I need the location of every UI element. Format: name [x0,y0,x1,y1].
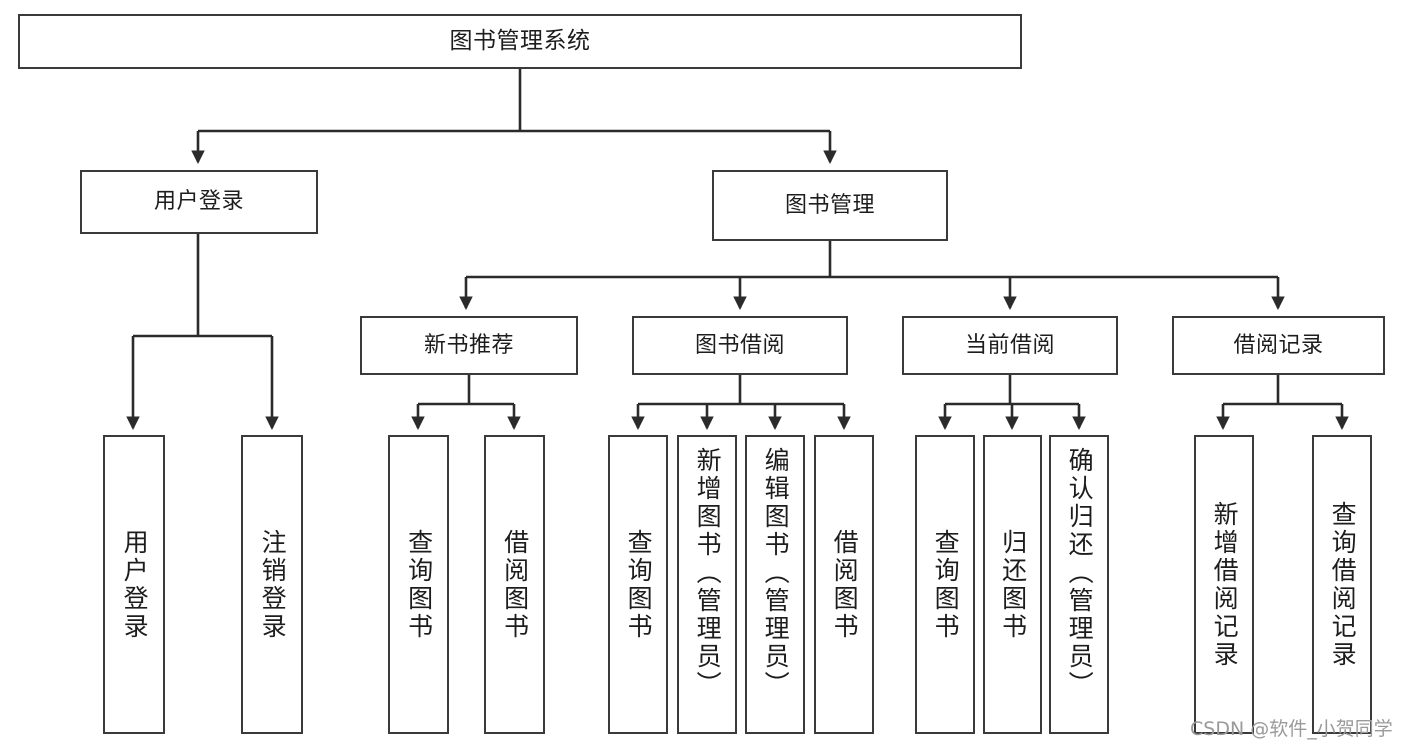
leaf-book-borrow-add-book-admin[interactable]: 新增图书（管理员） [677,435,737,734]
node-current-borrow[interactable]: 当前借阅 [902,316,1118,375]
csdn-watermark: CSDN @软件_小贺同学 [1190,714,1393,741]
node-label: 新书推荐 [423,332,514,358]
leaf-user-login-logout[interactable]: 注销登录 [241,435,303,734]
node-label: 用户登录 [120,528,150,641]
leaf-book-borrow-borrow-book[interactable]: 借阅图书 [814,435,874,734]
node-label: 归还图书 [998,528,1028,641]
node-label: 确认归还（管理员） [1065,447,1095,699]
node-label: 借阅图书 [500,528,530,641]
node-label: 编辑图书（管理员） [761,447,791,699]
node-user-login[interactable]: 用户登录 [80,170,318,234]
node-label: 注销登录 [258,528,288,641]
leaf-book-borrow-query-book[interactable]: 查询图书 [608,435,668,734]
node-borrow-record[interactable]: 借阅记录 [1172,316,1385,375]
leaf-current-borrow-confirm-return-admin[interactable]: 确认归还（管理员） [1049,435,1109,734]
node-label: 用户登录 [153,189,244,215]
watermark-text: CSDN @软件_小贺同学 [1190,718,1393,740]
node-label: 借阅图书 [830,528,860,641]
node-label: 图书管理 [784,192,875,218]
node-book-management[interactable]: 图书管理 [712,170,948,241]
node-label: 查询图书 [624,528,654,641]
leaf-current-borrow-query-book[interactable]: 查询图书 [915,435,975,734]
leaf-current-borrow-return-book[interactable]: 归还图书 [983,435,1042,734]
node-label: 查询图书 [404,528,434,641]
node-label: 当前借阅 [964,332,1055,358]
leaf-new-book-query-book[interactable]: 查询图书 [388,435,449,734]
node-label: 新增图书（管理员） [693,447,723,699]
node-label: 借阅记录 [1233,332,1324,358]
node-label: 查询借阅记录 [1328,500,1358,669]
leaf-user-login-login[interactable]: 用户登录 [103,435,165,734]
leaf-borrow-record-add-record[interactable]: 新增借阅记录 [1194,435,1254,734]
node-label: 查询图书 [931,528,961,641]
node-root-book-management-system[interactable]: 图书管理系统 [18,14,1022,69]
node-book-borrow[interactable]: 图书借阅 [632,316,848,375]
node-label: 图书管理系统 [449,27,591,54]
node-label: 新增借阅记录 [1210,500,1240,669]
leaf-new-book-borrow-book[interactable]: 借阅图书 [484,435,545,734]
node-label: 图书借阅 [694,332,785,358]
leaf-book-borrow-edit-book-admin[interactable]: 编辑图书（管理员） [745,435,805,734]
leaf-borrow-record-query-record[interactable]: 查询借阅记录 [1312,435,1372,734]
node-new-book-recommend[interactable]: 新书推荐 [360,316,578,375]
